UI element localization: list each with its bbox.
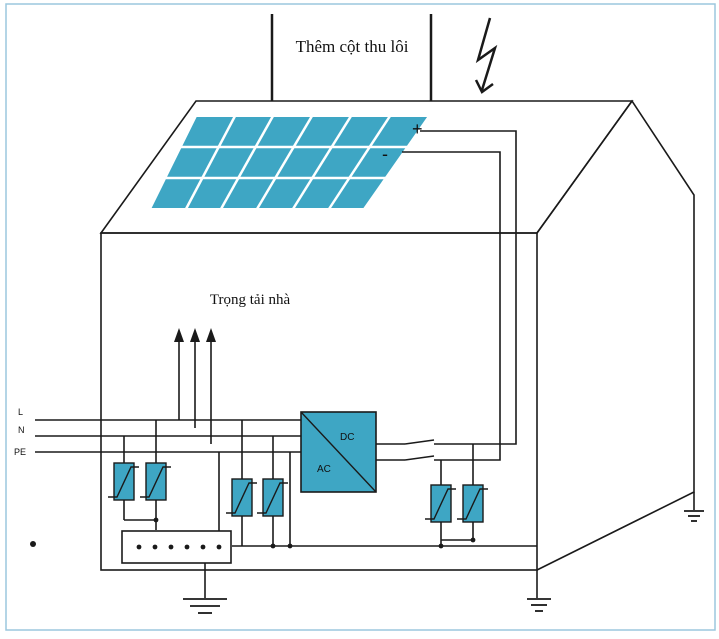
junction-dots xyxy=(30,517,476,549)
inverter-ac-label: AC xyxy=(317,464,331,475)
image-frame xyxy=(5,3,716,631)
panel-plus-label: + xyxy=(412,119,423,139)
lightning-bolt-icon xyxy=(475,17,498,91)
spd-right-pair xyxy=(425,484,488,523)
spd-left-pair xyxy=(108,462,171,501)
line-PE-label: PE xyxy=(14,447,26,457)
ground-icon xyxy=(527,598,551,612)
spd-middle-pair xyxy=(226,478,288,517)
ground-icon xyxy=(183,598,227,614)
house-load-arrows xyxy=(174,328,216,444)
inverter xyxy=(300,411,377,493)
inverter-dc-label: DC xyxy=(340,432,354,443)
line-L-label: L xyxy=(18,407,23,417)
lightning-rod xyxy=(270,14,433,101)
line-N-label: N xyxy=(18,425,25,435)
ground-icon xyxy=(684,510,704,522)
spd-left-wiring xyxy=(123,420,220,531)
lightning-rod-label: Thêm cột thu lôi xyxy=(296,37,409,56)
ac-bus-lines xyxy=(35,419,301,453)
spd-right-wiring xyxy=(440,444,474,546)
lightning-bolt-arrowhead xyxy=(474,79,494,94)
earth-terminal-block xyxy=(121,530,232,564)
panel-minus-label: - xyxy=(382,144,388,164)
dc-wiring xyxy=(376,130,517,461)
spd-middle-wiring xyxy=(241,420,291,546)
house-load-label: Trọng tải nhà xyxy=(210,292,291,308)
earth-bonding-wiring xyxy=(204,492,695,598)
solar-panel xyxy=(148,115,431,210)
